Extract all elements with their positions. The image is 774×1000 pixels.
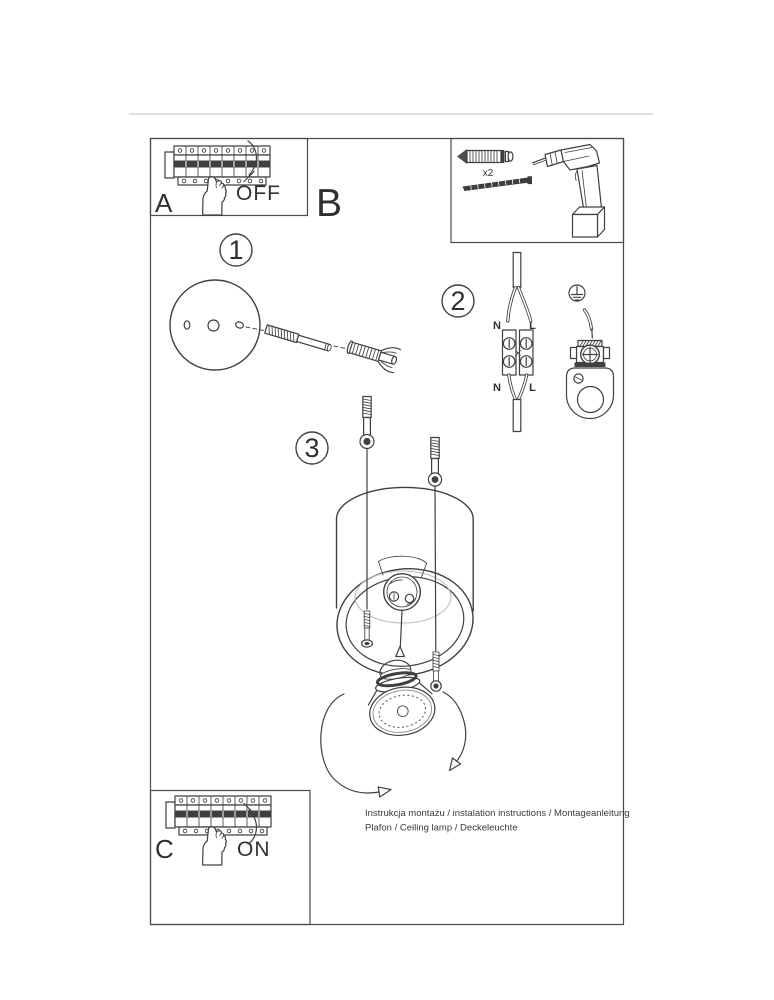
- power-off-box-border: [149, 137, 309, 217]
- bulb-insert-line: [399, 610, 403, 648]
- screw-icon: [462, 176, 532, 191]
- step-2: 2 N L N L: [441, 251, 615, 433]
- step-1: 1: [169, 233, 401, 374]
- rotate-arrow-left-icon: [320, 693, 392, 798]
- power-on-box-border: [149, 789, 311, 926]
- terminal-block-icon: [501, 329, 534, 376]
- section-b-label: B: [316, 182, 342, 225]
- step-2-badge: 2: [441, 284, 475, 318]
- label-line-bottom: L: [529, 382, 536, 394]
- panel-c-label: C: [155, 834, 174, 864]
- footer-line-1: Instrukcja montażu / instalation instruc…: [365, 808, 630, 819]
- ground-wire-icon: [582, 308, 594, 339]
- wall-plug-icon: [457, 149, 514, 164]
- gu10-bulb-icon: [367, 659, 436, 736]
- ceiling-plate: [169, 279, 261, 371]
- arrow-up-icon: [243, 802, 258, 845]
- content-frame: [149, 137, 625, 926]
- step-3-number: 3: [304, 433, 319, 463]
- power-on-box: C ON: [149, 789, 311, 926]
- ground-symbol-icon: [568, 284, 586, 302]
- step-1-badge: 1: [219, 233, 253, 267]
- tools-box: x2: [450, 137, 625, 244]
- mains-cable-bottom-icon: [507, 373, 529, 433]
- label-line-top: L: [529, 320, 536, 332]
- step-1-number: 1: [228, 235, 243, 265]
- mounting-screw-right-icon: [427, 436, 443, 652]
- rotate-arrow-right-icon: [442, 691, 467, 772]
- gu10-socket-icon: [378, 555, 427, 612]
- step-3: 3: [295, 395, 474, 798]
- step-2-number: 2: [450, 286, 465, 316]
- power-off-box: A OFF: [149, 137, 309, 218]
- footer-line-2: Plafon / Ceiling lamp / Deckeleuchte: [365, 823, 518, 834]
- panel-c-state: ON: [237, 838, 271, 861]
- alignment-dash-line: [245, 326, 265, 331]
- label-neutral-top: N: [493, 320, 501, 332]
- inner-screw-right-icon: [430, 651, 442, 692]
- insert-arrow-icon: [395, 645, 405, 658]
- wall-anchor-icon: [346, 340, 401, 374]
- panel-a-label: A: [155, 188, 173, 218]
- footer: Instrukcja montażu / instalation instruc…: [365, 808, 630, 834]
- label-neutral-bottom: N: [493, 382, 501, 394]
- mounting-screw-left-icon: [359, 395, 375, 610]
- breaker-panel-icon: [164, 145, 271, 186]
- inner-screw-left-icon: [361, 610, 374, 648]
- drill-icon: [531, 143, 606, 238]
- arrow-down-icon: [243, 140, 258, 183]
- breaker-panel-icon: [165, 795, 272, 836]
- alignment-dash-line-2: [333, 345, 347, 349]
- tools-box-border: [450, 137, 625, 244]
- mains-cable-top-icon: [506, 251, 533, 323]
- panel-a-state: OFF: [236, 182, 281, 205]
- dowel-quantity-label: x2: [483, 168, 494, 179]
- step-3-badge: 3: [295, 431, 329, 465]
- lamp-body: [335, 486, 474, 676]
- ground-terminal-icon: [565, 339, 615, 420]
- mounting-screw-icon: [264, 324, 332, 352]
